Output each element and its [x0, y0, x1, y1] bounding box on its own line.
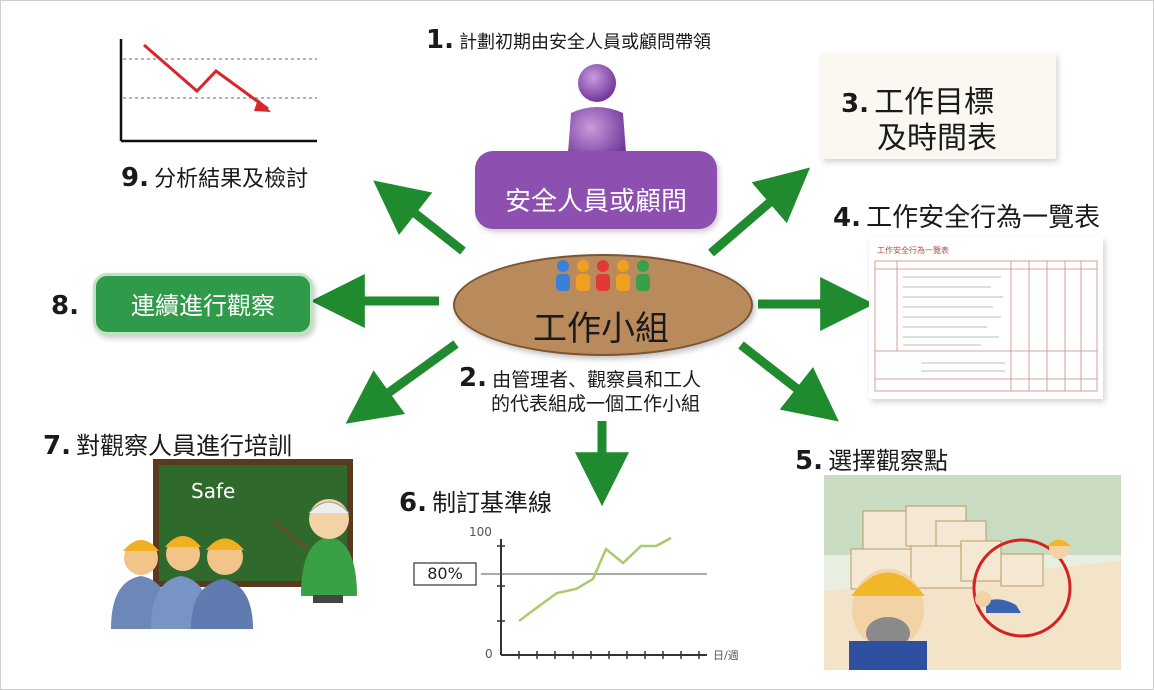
- center-label: 工作小組: [533, 309, 669, 349]
- step-2-line1: 由管理者、觀察員和工人: [492, 369, 702, 391]
- step-4: 4. 工作安全行為一覽表: [833, 197, 1100, 234]
- step-7-label: 對觀察人員進行培訓: [76, 432, 293, 460]
- baseline-x-unit: 日/週: [713, 649, 739, 662]
- step-2-number: 2.: [459, 363, 487, 393]
- step-9-number: 9.: [121, 163, 149, 193]
- step-3-line2: 及時間表: [877, 121, 997, 156]
- arrow-to-step-3: [708, 167, 811, 257]
- step-2: 2. 由管理者、觀察員和工人: [459, 363, 701, 393]
- checklist-title: 工作安全行為一覽表: [877, 246, 949, 255]
- step-5: 5. 選擇觀察點: [795, 441, 948, 476]
- step-8-number: 8.: [51, 291, 79, 321]
- step-8-label: 連續進行觀察: [131, 292, 275, 320]
- step-4-label: 工作安全行為一覽表: [866, 203, 1101, 233]
- step-3-number: 3.: [841, 89, 869, 119]
- step-1: 1. 計劃初期由安全人員或顧問帶領: [426, 25, 711, 55]
- baseline-marker: 80%: [427, 564, 463, 583]
- checklist-sheet: [869, 237, 1103, 399]
- step-6: 6. 制訂基準線: [399, 483, 552, 518]
- step-2-line2: 的代表組成一個工作小組: [491, 393, 701, 415]
- baseline-y-top: 100: [469, 525, 492, 539]
- step-3-line1: 工作目標: [874, 85, 995, 120]
- arrow-to-step-9: [373, 180, 466, 255]
- step-3-card: [821, 53, 1056, 159]
- step-6-label: 制訂基準線: [432, 489, 553, 517]
- arrow-to-step-5: [738, 341, 839, 422]
- arrow-to-step-7: [345, 340, 459, 424]
- step-5-label: 選擇觀察點: [828, 447, 949, 475]
- step-8-pill: [93, 273, 313, 335]
- step-1-number: 1.: [426, 25, 454, 55]
- chalkboard-text: Safe: [191, 479, 236, 503]
- step-9: 9. 分析結果及檢討: [121, 161, 308, 193]
- step-7: 7. 對觀察人員進行培訓: [43, 426, 292, 461]
- step-3: 3. 工作目標: [841, 77, 994, 121]
- step-5-number: 5.: [795, 446, 823, 476]
- step-7-number: 7.: [43, 431, 71, 461]
- step-9-label: 分析結果及檢討: [154, 167, 309, 192]
- step-1-label: 計劃初期由安全人員或顧問帶領: [459, 32, 712, 53]
- step-8-number-wrap: 8.: [51, 291, 79, 321]
- advisor-label: 安全人員或顧問: [504, 187, 687, 217]
- step-4-number: 4.: [833, 203, 861, 233]
- baseline-y-bottom: 0: [485, 647, 493, 661]
- step-6-number: 6.: [399, 488, 427, 518]
- advisor-pill: [475, 151, 717, 229]
